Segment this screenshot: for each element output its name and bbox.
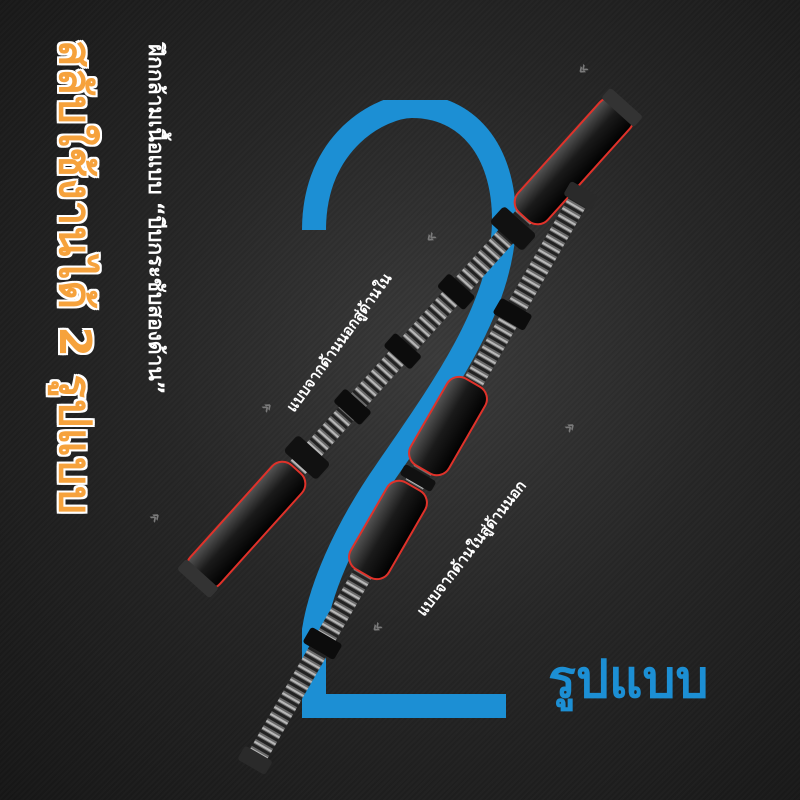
spring-bar-outer-to-inner — [178, 88, 642, 598]
spring-bar-inner-to-outer — [238, 181, 598, 775]
headline: สลับใช้งานได้ 2 รูปแบบ — [49, 40, 100, 516]
modes-count-label: รูปแบบ — [548, 650, 709, 710]
subheadline: ฝึกกล้ามเนื้อแบบ “บีบกระชับสองด้าน” — [144, 44, 168, 395]
